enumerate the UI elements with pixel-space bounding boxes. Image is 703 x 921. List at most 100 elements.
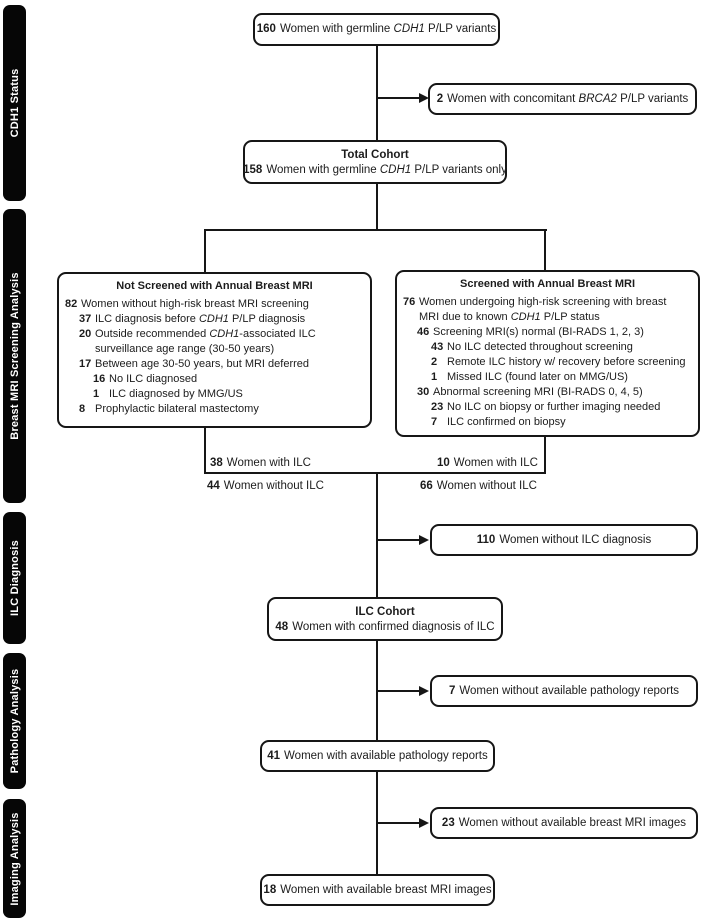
line-text: Women with available breast MRI images: [280, 883, 492, 896]
line-text: -associated ILC: [239, 328, 316, 340]
count-value: 76: [403, 296, 416, 308]
arrowhead-110: [419, 535, 429, 545]
section-bar-pathology-analysis: Pathology Analysis: [3, 653, 26, 789]
line-text: No ILC detected throughout screening: [447, 341, 633, 353]
connector-split-horizontal: [204, 229, 547, 231]
line-text: Women with germline: [279, 23, 394, 35]
count-value: 23: [441, 816, 455, 829]
connector-arrow-brca2: [377, 97, 420, 99]
line-text: P/LP variants: [616, 92, 689, 105]
count-value: 30: [417, 386, 430, 398]
count-value: 1: [431, 371, 438, 383]
flow-line: 7 ILC confirmed on biopsy: [403, 415, 692, 430]
line-text: CDH1: [209, 328, 240, 340]
count-value: 38: [210, 457, 223, 469]
section-label: Imaging Analysis: [8, 811, 21, 906]
line-text: P/LP variants only: [411, 163, 507, 176]
count-value: 7: [431, 416, 438, 428]
connector-merge-to-ilc-cohort: [376, 472, 378, 597]
count-value: 2: [436, 92, 444, 105]
connector-arrow-noimg23: [377, 822, 420, 824]
line-text: Remote ILC history w/ recovery before sc…: [447, 356, 686, 368]
box-title: Total Cohort: [341, 148, 409, 161]
arrowhead-brca2: [419, 93, 429, 103]
count-value: 10: [437, 457, 450, 469]
line-text: ILC diagnosis before: [95, 313, 199, 325]
count-value: 2: [431, 356, 438, 368]
line-text: Screening MRI(s) normal (BI-RADS 1, 2, 3…: [433, 326, 644, 338]
connector-left-box-down: [204, 428, 206, 474]
line-text: Women without available pathology report…: [459, 684, 680, 697]
line-text: Outside recommended: [95, 328, 210, 340]
line-text: Women without ILC diagnosis: [499, 533, 652, 546]
line-text: MRI due to known: [419, 311, 511, 323]
line-text: Women without ILC: [436, 480, 537, 492]
flow-line: surveillance age range (30-50 years): [65, 342, 364, 357]
line-text: CDH1: [393, 23, 425, 35]
line-text: ILC confirmed on biopsy: [447, 416, 566, 428]
line-text: CDH1: [510, 311, 541, 323]
count-value: 37: [79, 313, 92, 325]
line-text: CDH1: [379, 163, 412, 176]
count-value: 82: [65, 298, 78, 310]
line-text: Women without high-risk breast MRI scree…: [81, 298, 309, 310]
line-text: P/LP diagnosis: [228, 313, 306, 325]
count-value: 20: [79, 328, 92, 340]
count-value: 48: [275, 620, 289, 633]
flow-line: 2 Remote ILC history w/ recovery before s…: [403, 355, 692, 370]
line-text: Women with concomitant: [447, 92, 579, 105]
arrowhead-noimg23: [419, 818, 429, 828]
flow-line: 1 Missed ILC (found later on MMG/US): [403, 370, 692, 385]
count-value: 158: [243, 163, 263, 176]
section-label: Pathology Analysis: [8, 668, 21, 774]
box-title: Not Screened with Annual Breast MRI: [116, 280, 313, 292]
line-text: Women undergoing high-risk screening wit…: [419, 296, 667, 308]
count-value: 110: [476, 533, 496, 546]
box-title: Screened with Annual Breast MRI: [459, 278, 636, 290]
line-text: Missed ILC (found later on MMG/US): [447, 371, 628, 383]
line-text: surveillance age range (30-50 years): [95, 343, 275, 355]
count-value: 160: [256, 23, 276, 35]
box-title: ILC Cohort: [355, 605, 415, 618]
count-value: 7: [448, 684, 456, 697]
section-label: ILC Diagnosis: [8, 540, 21, 616]
line-text: Women with available pathology reports: [284, 749, 488, 762]
line-text: Women without ILC: [223, 480, 324, 492]
line-text: ILC diagnosed by MMG/US: [109, 388, 243, 400]
count-value: 66: [420, 480, 433, 492]
line-text: Women with ILC: [453, 457, 538, 469]
section-bar-cdh1-status: CDH1 Status: [3, 5, 26, 201]
connector-arrow-110: [377, 539, 420, 541]
connector-top-to-total: [376, 46, 378, 141]
line-text: Women with confirmed diagnosis of ILC: [292, 620, 495, 633]
line-text: P/LP variants: [424, 23, 497, 35]
